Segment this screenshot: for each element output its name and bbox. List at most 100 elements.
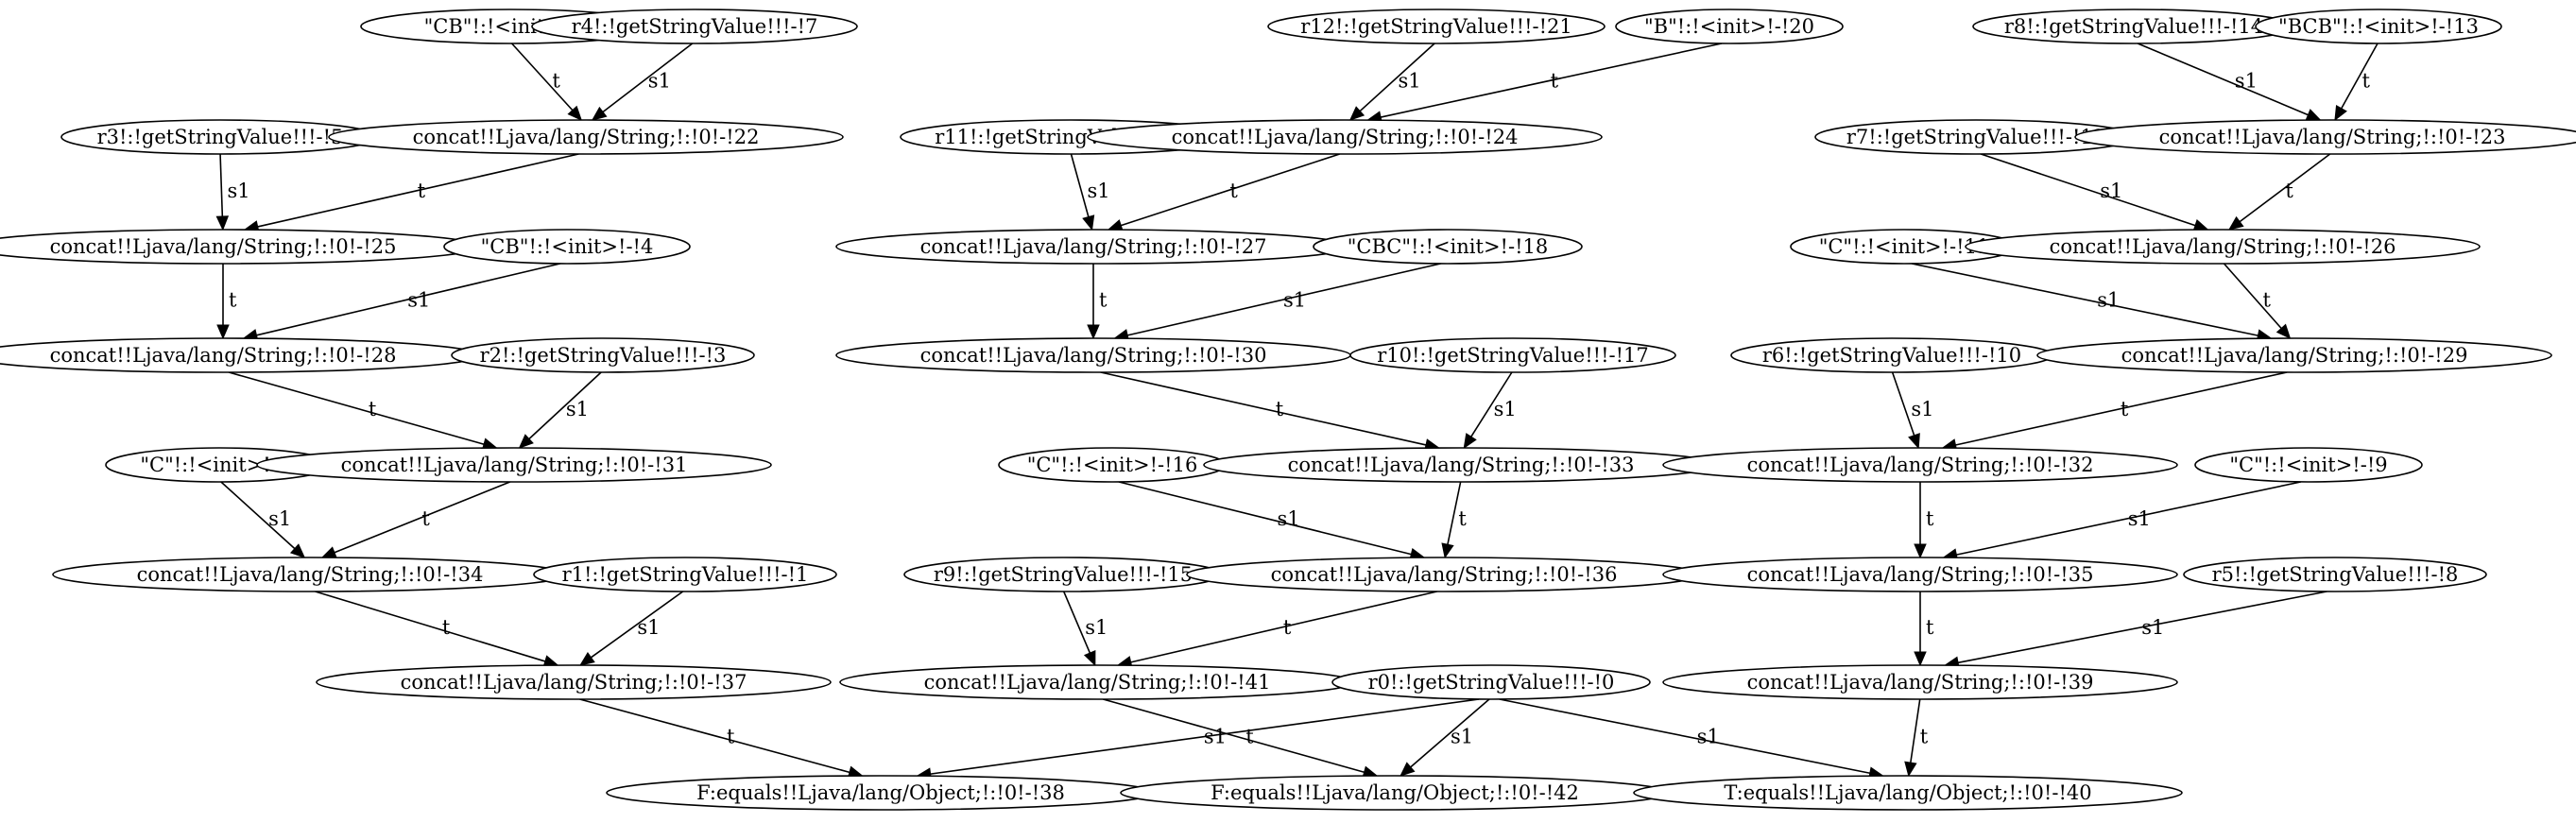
edge-n29-n32: t [1941, 371, 2288, 452]
edge-line [257, 153, 579, 228]
edge-label: s1 [2141, 616, 2164, 639]
edge-line [1126, 263, 1441, 336]
edge-line [930, 698, 1480, 775]
edge-n0-n42: s1 [1400, 698, 1490, 777]
edge-line [1910, 698, 1921, 763]
edge-line [579, 698, 850, 774]
node-n23: concat!!Ljava/lang/String;!:!0!-!23 [2074, 119, 2576, 155]
edge-line [1955, 371, 2288, 446]
edge-n13-n23: t [2334, 43, 2379, 122]
edge-line [2239, 153, 2331, 223]
node-label: "CB"!:!<init>!-!4 [481, 235, 654, 258]
edge-arrowhead [2275, 323, 2292, 339]
edge-arrowhead [1463, 433, 1477, 450]
node-ellipse [2074, 119, 2576, 155]
node-label: r3!:!getStringValue!!!-!5 [97, 126, 344, 148]
node-n41: concat!!Ljava/lang/String;!:!0!-!41 [839, 664, 1355, 700]
node-ellipse [451, 337, 755, 373]
node-n30: concat!!Ljava/lang/String;!:!0!-!30 [835, 337, 1351, 373]
edge-arrowhead [1082, 214, 1095, 231]
edge-n26-n29: t [2223, 263, 2292, 339]
node-ellipse [1313, 229, 1583, 265]
edge-label: t [421, 507, 430, 530]
edge-label: s1 [1398, 70, 1420, 93]
edge-label: t [229, 289, 237, 312]
edge-n6-n22: t [511, 43, 583, 121]
edge-line [1103, 698, 1365, 774]
node-n27: concat!!Ljava/lang/String;!:!0!-!27 [835, 229, 1351, 265]
node-label: r0!:!getStringValue!!!-!0 [1368, 671, 1615, 694]
edge-n1-n37: s1 [579, 591, 684, 666]
node-label: concat!!Ljava/lang/String;!:!0!-!26 [2050, 235, 2396, 258]
edge-line [228, 371, 485, 445]
node-n5: r3!:!getStringValue!!!-!5 [60, 119, 380, 155]
edge-n34-n37: t [315, 591, 559, 668]
node-n42: F:equals!!Ljava/lang/Object;!:!0!-!42 [1120, 775, 1670, 811]
edge-n7-n22: s1 [591, 43, 694, 121]
edge-label: s1 [566, 398, 589, 420]
node-n2: "C"!:!<init>!-!2 [105, 447, 334, 483]
edge-label: t [1926, 507, 1934, 530]
edge-arrowhead [215, 215, 230, 231]
edge-arrowhead [320, 546, 337, 558]
edge-label: s1 [1283, 289, 1306, 312]
node-n31: concat!!Ljava/lang/String;!:!0!-!31 [256, 447, 772, 483]
node-label: F:equals!!Ljava/lang/Object;!:!0!-!38 [696, 781, 1065, 804]
edge-label: t [418, 180, 426, 202]
edge-n35-n39: t [1914, 592, 1934, 667]
edge-label: s1 [2097, 289, 2120, 312]
edge-n25-n28: t [216, 264, 237, 340]
node-n22: concat!!Ljava/lang/String;!:!0!-!22 [328, 119, 844, 155]
edge-label: s1 [637, 616, 660, 639]
edge-line [1380, 43, 1723, 118]
node-ellipse [533, 557, 837, 592]
edge-line [602, 43, 694, 113]
node-n11: "C"!:!<init>!-!11 [1790, 229, 2018, 265]
node-label: r8!:!getStringValue!!!-!14 [2004, 15, 2263, 38]
edge-line [1499, 698, 1870, 775]
node-label: r5!:!getStringValue!!!-!8 [2212, 563, 2459, 586]
edge-label: s1 [2100, 180, 2122, 202]
edge-label: s1 [1494, 398, 1517, 420]
edge-label: t [2121, 398, 2129, 420]
node-ellipse [316, 664, 832, 700]
edge-label: t [1099, 289, 1108, 312]
node-n15: r9!:!getStringValue!!!-!15 [903, 557, 1223, 592]
edge-line [220, 481, 296, 550]
edge-line [1410, 698, 1490, 768]
edge-n36-n41: t [1116, 591, 1437, 669]
edge-label: t [1920, 726, 1929, 748]
edge-arrowhead [216, 324, 230, 340]
edge-label: s1 [1451, 726, 1473, 748]
node-label: "CBC"!:!<init>!-!18 [1348, 235, 1549, 258]
node-label: "BCB"!:!<init>!-!13 [2278, 15, 2479, 38]
edge-n18-n30: s1 [1113, 263, 1441, 342]
edge-n27-n30: t [1087, 264, 1108, 340]
node-ellipse [1267, 9, 1606, 44]
edge-n5-n25: s1 [215, 153, 250, 231]
edge-line [1912, 263, 2258, 336]
edge-arrowhead [591, 106, 608, 121]
edge-n2-n34: s1 [220, 481, 306, 558]
edge-line [1447, 481, 1462, 545]
edge-arrowhead [567, 105, 583, 121]
edge-n24-n27: t [1107, 153, 1340, 231]
edge-arrowhead [289, 543, 306, 558]
edge-n32-n35: t [1914, 482, 1934, 559]
edge-arrowhead [1400, 762, 1416, 777]
node-ellipse [443, 229, 691, 265]
node-label: T:equals!!Ljava/lang/Object;!:!0!-!40 [1724, 781, 2091, 804]
edge-arrowhead [1914, 651, 1927, 667]
edge-n39-n40: t [1904, 698, 1929, 778]
node-ellipse [1662, 664, 2178, 700]
edge-line [511, 43, 574, 111]
node-ellipse [2194, 447, 2423, 483]
node-ellipse [328, 119, 844, 155]
node-n8: r5!:!getStringValue!!!-!8 [2183, 557, 2487, 592]
node-label: concat!!Ljava/lang/String;!:!0!-!41 [924, 671, 1271, 694]
node-label: "C"!:!<init>!-!9 [2229, 454, 2387, 476]
node-n10: r6!:!getStringValue!!!-!10 [1730, 337, 2053, 373]
node-label: concat!!Ljava/lang/String;!:!0!-!35 [1747, 563, 2094, 586]
